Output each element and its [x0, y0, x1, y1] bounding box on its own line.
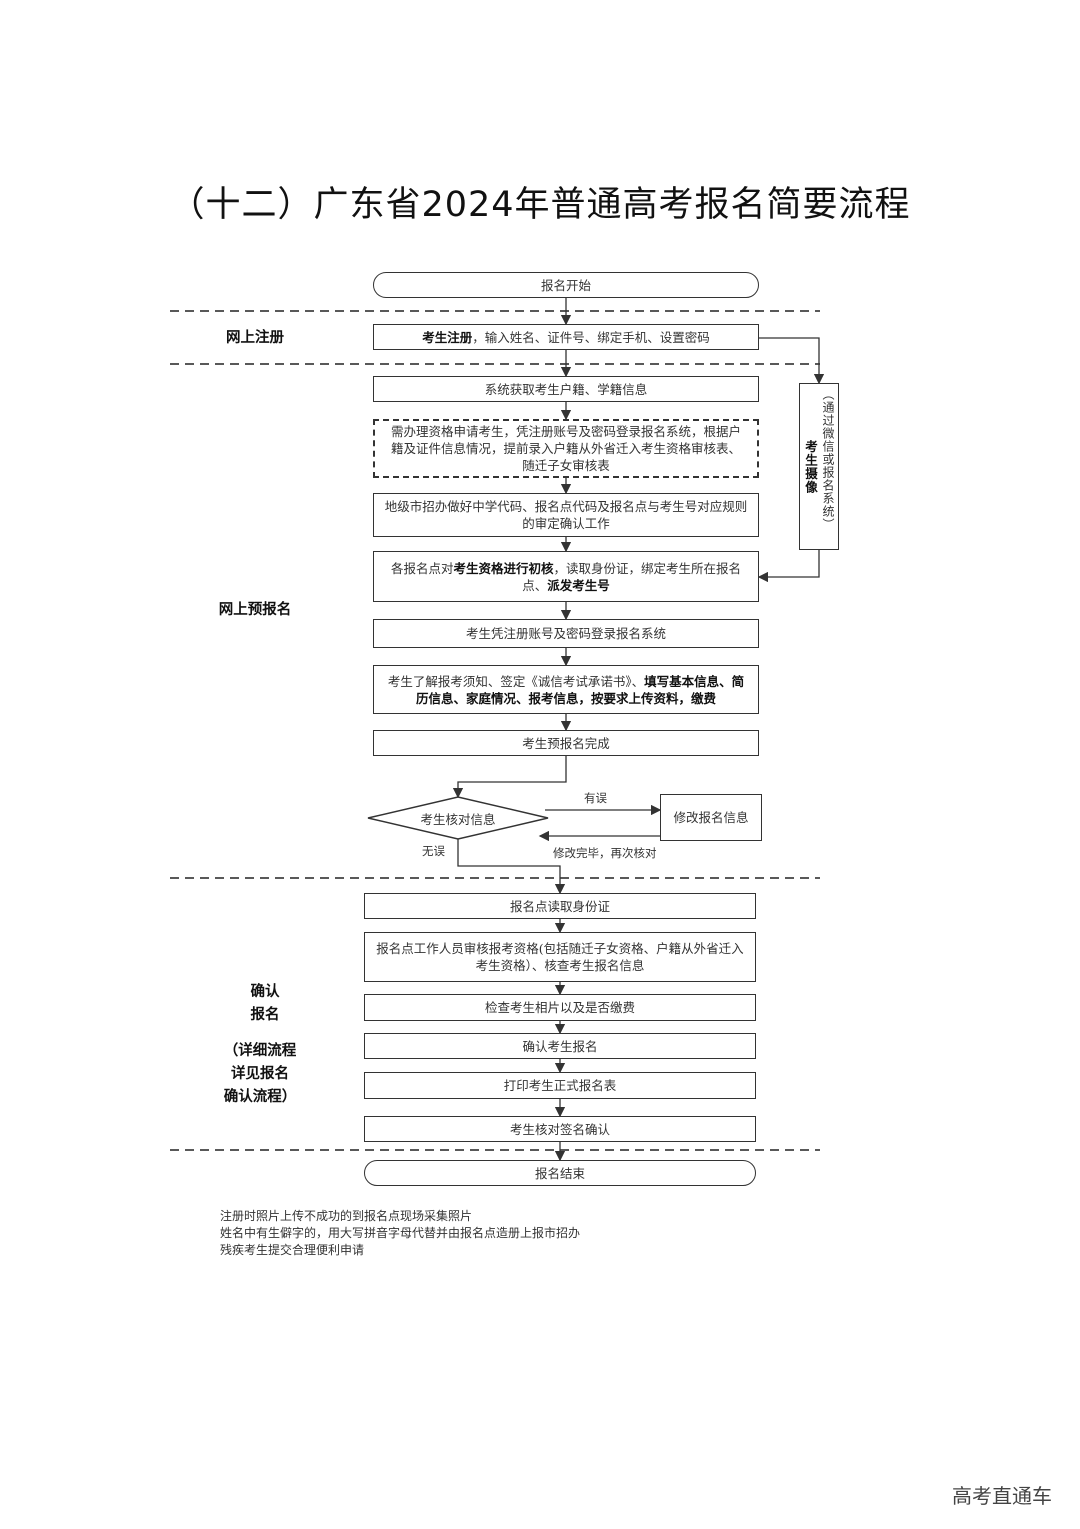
side-paren-close: ）: [821, 518, 835, 531]
check-photo-node: 检查考生相片以及是否缴费: [364, 994, 756, 1021]
sign-confirm-node: 考生核对签名确认: [364, 1116, 756, 1142]
edge-recheck: 修改完毕，再次核对: [553, 846, 657, 860]
section-online-register: 网上注册: [226, 329, 284, 346]
section-confirm-line2: 报名: [250, 1006, 280, 1023]
photo-side-wechat: （通过微信或报名系统）: [820, 388, 835, 531]
initial-a: 各报名点对: [390, 560, 454, 576]
side-wechat: 通过微信或报名系统: [821, 401, 835, 518]
system-fetch-node: 系统获取考生户籍、学籍信息: [373, 376, 759, 402]
qualify-apply-node: 需办理资格申请考生，凭注册账号及密码登录报名系统，根据户籍及证件信息情况，提前录…: [373, 419, 759, 478]
footnotes: 注册时照片上传不成功的到报名点现场采集照片 姓名中有生僻字的，用大写拼音字母代替…: [220, 1208, 580, 1259]
prereg-done-node: 考生预报名完成: [373, 730, 759, 756]
start-node: 报名开始: [373, 272, 759, 298]
fill-b: 填写基本信息、简历信息、家庭情况、报考信息，按要求上传资料，缴费: [415, 673, 745, 706]
register-rest: ，输入姓名、证件号、绑定手机、设置密码: [472, 329, 710, 345]
decision-diamond: [367, 796, 549, 840]
register-node: 考生注册，输入姓名、证件号、绑定手机、设置密码: [373, 324, 759, 350]
initial-c: ，读取身份证，绑定考生所在报名点、: [522, 560, 742, 593]
check-info-label: 考生核对信息: [420, 812, 496, 827]
section-confirm-note: （详细流程 详见报名 确认流程）: [200, 1039, 320, 1108]
confirm-reg-node: 确认考生报名: [364, 1033, 756, 1059]
note-3: 残疾考生提交合理便利申请: [220, 1243, 365, 1257]
end-node: 报名结束: [364, 1160, 756, 1186]
initial-check-node: 各报名点对考生资格进行初核，读取身份证，绑定考生所在报名点、派发考生号: [373, 551, 759, 602]
staff-review-node: 报名点工作人员审核报考资格(包括随迁子女资格、户籍从外省迁入考生资格）、核查考生…: [364, 932, 756, 982]
photo-side-title: 考生摄像: [803, 440, 818, 494]
read-id-node: 报名点读取身份证: [364, 893, 756, 919]
modify-info-node: 修改报名信息: [660, 794, 762, 841]
section-confirm-line1: 确认: [250, 983, 280, 1000]
photo-side-node: （通过微信或报名系统） 考生摄像: [799, 383, 839, 550]
city-codes-node: 地级市招办做好中学代码、报名点代码及报名点与考生号对应规则的审定确认工作: [373, 493, 759, 537]
section-dividers: [170, 310, 820, 1151]
login-node: 考生凭注册账号及密码登录报名系统: [373, 619, 759, 648]
section-confirm-note-line1: （详细流程: [223, 1042, 297, 1059]
edge-has-error: 有误: [584, 791, 607, 805]
page-title: （十二）广东省2024年普通高考报名简要流程: [169, 185, 911, 225]
edge-no-error: 无误: [422, 844, 445, 858]
section-confirm-note-line3: 确认流程）: [223, 1088, 297, 1105]
section-confirm-note-line2: 详见报名: [231, 1065, 289, 1082]
watermark: 高考直通车: [952, 1484, 1052, 1508]
section-confirm: 确认 报名: [210, 980, 320, 1026]
print-form-node: 打印考生正式报名表: [364, 1072, 756, 1099]
fill-a: 考生了解报考须知、签定《诚信考试承诺书》、: [387, 673, 645, 689]
side-paren-open: （: [821, 388, 835, 401]
initial-d: 派发考生号: [547, 577, 610, 593]
note-1: 注册时照片上传不成功的到报名点现场采集照片: [220, 1209, 473, 1223]
initial-b: 考生资格进行初核: [453, 560, 554, 576]
section-online-prereg: 网上预报名: [218, 601, 292, 618]
fill-info-node: 考生了解报考须知、签定《诚信考试承诺书》、填写基本信息、简历信息、家庭情况、报考…: [373, 665, 759, 714]
register-bold: 考生注册: [422, 329, 473, 345]
note-2: 姓名中有生僻字的，用大写拼音字母代替并由报名点造册上报市招办: [220, 1226, 581, 1240]
